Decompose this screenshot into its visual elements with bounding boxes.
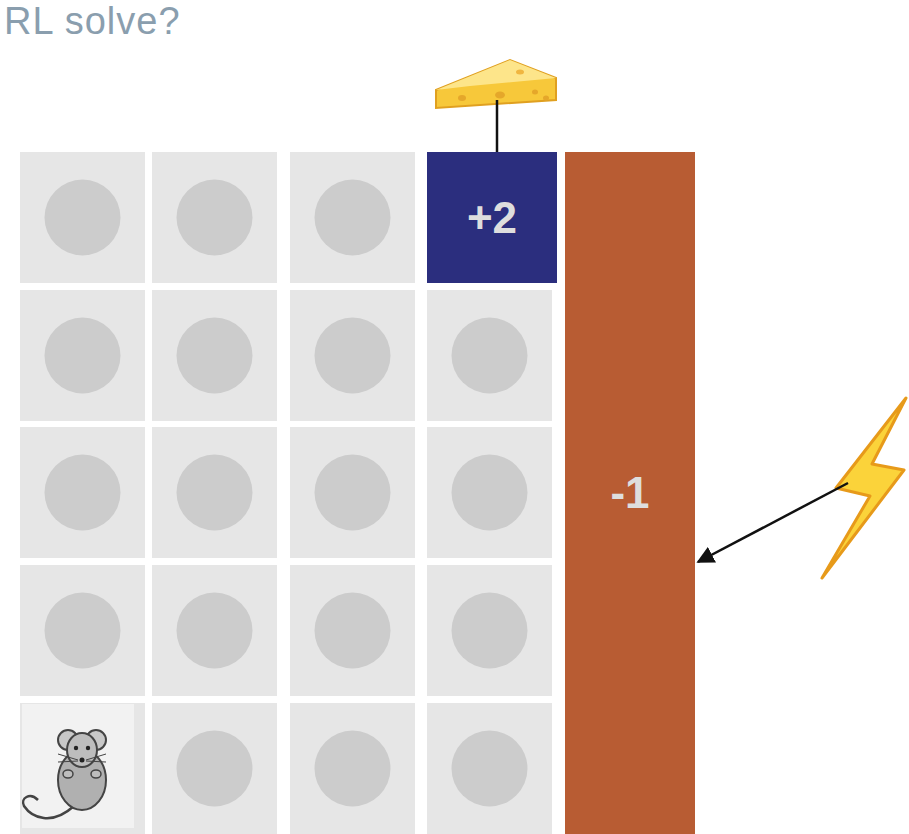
state-circle [45,318,121,394]
grid-cell [290,703,415,834]
grid-cell [20,290,145,421]
grid-cell [20,565,145,696]
reward-cell: +2 [427,152,557,283]
cell-square [152,427,277,558]
state-circle [315,180,391,256]
state-circle [315,593,391,669]
cell-square [152,152,277,283]
cell-square [290,565,415,696]
grid-cell [152,565,277,696]
state-circle [177,318,253,394]
state-circle [45,180,121,256]
state-circle [177,731,253,807]
grid-cell [427,703,552,834]
cell-square [427,703,552,834]
cell-square [290,290,415,421]
cell-square [20,152,145,283]
cell-square [152,703,277,834]
mouse-icon [22,704,134,828]
cell-square [290,152,415,283]
grid-cell [290,290,415,421]
grid-cell [290,152,415,283]
cell-square [20,703,145,834]
cell-square [290,703,415,834]
state-circle [452,731,528,807]
cell-square [152,565,277,696]
grid-cell [427,565,552,696]
value-label: -1 [610,468,649,518]
state-circle [177,593,253,669]
state-circle [177,455,253,531]
state-circle [177,180,253,256]
state-circle [452,593,528,669]
state-circle [315,455,391,531]
cell-square [152,290,277,421]
grid-cell [152,703,277,834]
grid-cell [20,152,145,283]
grid-cell [20,427,145,558]
grid-cell [290,565,415,696]
cell-square [20,290,145,421]
state-circle [315,318,391,394]
state-circle [452,318,528,394]
state-circle [452,455,528,531]
cell-square [427,565,552,696]
lightning-pointer [698,483,848,562]
cell-square [427,427,552,558]
grid-cell [152,427,277,558]
cell-square [290,427,415,558]
grid-cell [152,290,277,421]
state-circle [315,731,391,807]
grid-cell [427,290,552,421]
grid-cell [427,427,552,558]
cell-square [20,565,145,696]
state-circle [45,455,121,531]
title: RL solve? [4,0,181,43]
grid-cell [290,427,415,558]
cell-square [427,290,552,421]
grid-cell [20,703,145,834]
state-circle [45,593,121,669]
penalty-band: -1 [565,152,695,834]
grid-cell [152,152,277,283]
lightning-icon [822,398,906,578]
value-label: +2 [467,193,517,243]
cell-square [20,427,145,558]
